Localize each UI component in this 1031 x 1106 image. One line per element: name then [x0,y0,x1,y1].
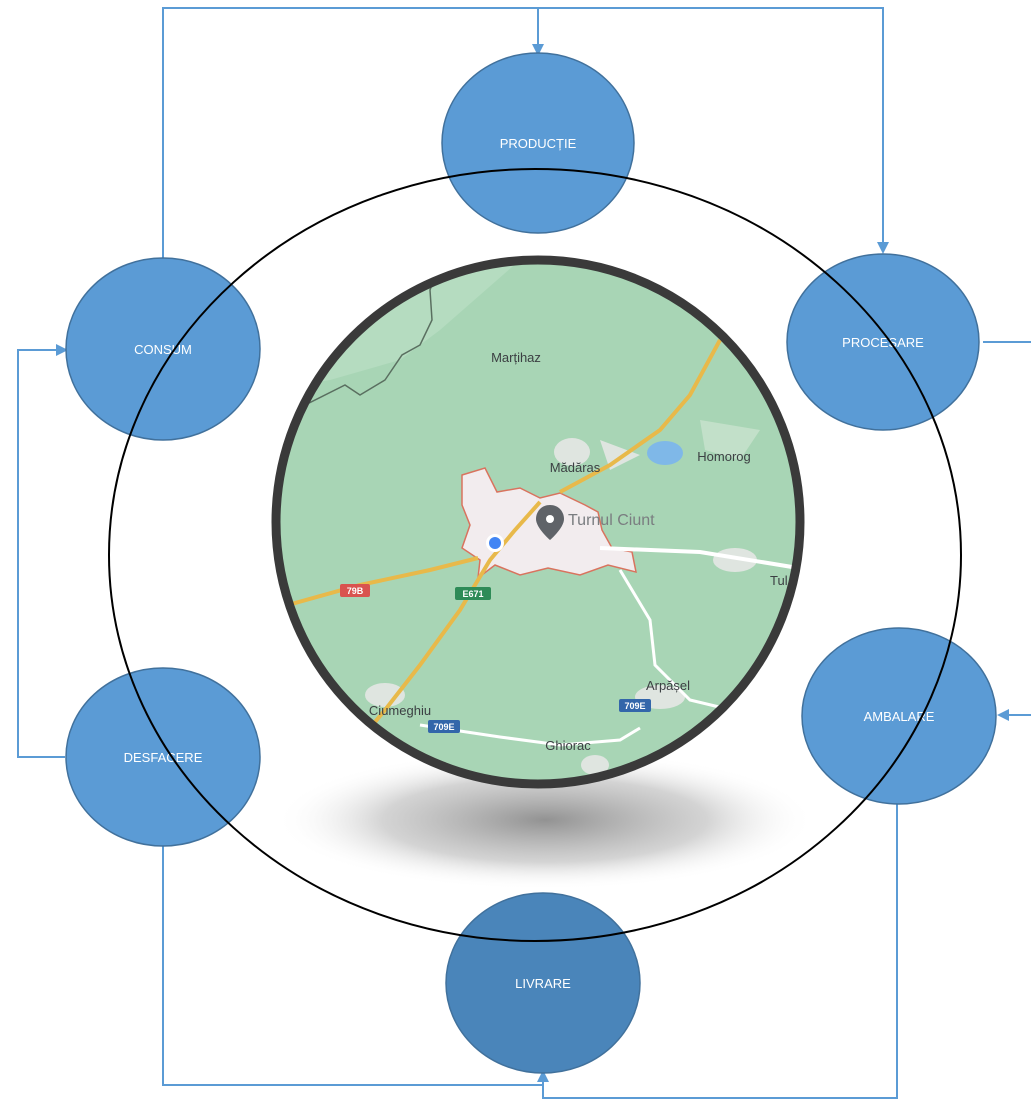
node-label-ambalare: AMBALARE [864,709,935,724]
road-shield-79b: 79B [340,584,370,597]
road-label-e671: E671 [462,589,483,599]
node-label-productie: PRODUCȚIE [500,136,577,151]
road-shield-709e-right: 709E [619,699,651,712]
node-label-livrare: LIVRARE [515,976,571,991]
node-label-consum: CONSUM [134,342,192,357]
node-desfacere: DESFACERE [65,667,261,847]
node-productie: PRODUCȚIE [441,52,635,234]
road-label-709e-left: 709E [433,722,454,732]
arrow-livrare-to-desfacere [157,763,544,1086]
place-ghiorac: Ghiorac [545,738,591,753]
place-arpasel: Arpășel [646,678,690,693]
map-pin-icon [536,505,564,540]
place-ciumeghiu: Ciumeghiu [369,703,431,718]
road-shield-709e-left: 709E [428,720,460,733]
place-tul: Tul [770,573,788,588]
map-frame [271,255,805,789]
location-dot [489,537,501,549]
road-shield-e671: E671 [455,587,491,600]
node-label-procesare: PROCESARE [842,335,924,350]
map-view: 79B E671 709E 709E Marțihaz Mădăras Homo… [271,255,805,789]
lake [647,441,683,465]
place-martihaz: Marțihaz [491,350,541,365]
arrow-consum-to-procesare [538,7,889,254]
road-label-709e-right: 709E [624,701,645,711]
place-turnul-ciunt: Turnul Ciunt [568,512,655,529]
node-procesare: PROCESARE [786,253,980,431]
node-livrare: LIVRARE [445,892,641,1074]
cycle-ring [108,168,962,942]
arrow-desfacere-to-consum [17,344,68,758]
node-label-desfacere: DESFACERE [124,750,203,765]
flow-arrows [17,7,1031,1099]
node-ambalare: AMBALARE [801,627,997,805]
road-label-79b: 79B [347,586,364,596]
place-madaras: Mădăras [550,460,601,475]
map-shadow [275,750,815,890]
arrow-consum-to-productie [162,7,544,258]
place-homorog: Homorog [697,449,750,464]
